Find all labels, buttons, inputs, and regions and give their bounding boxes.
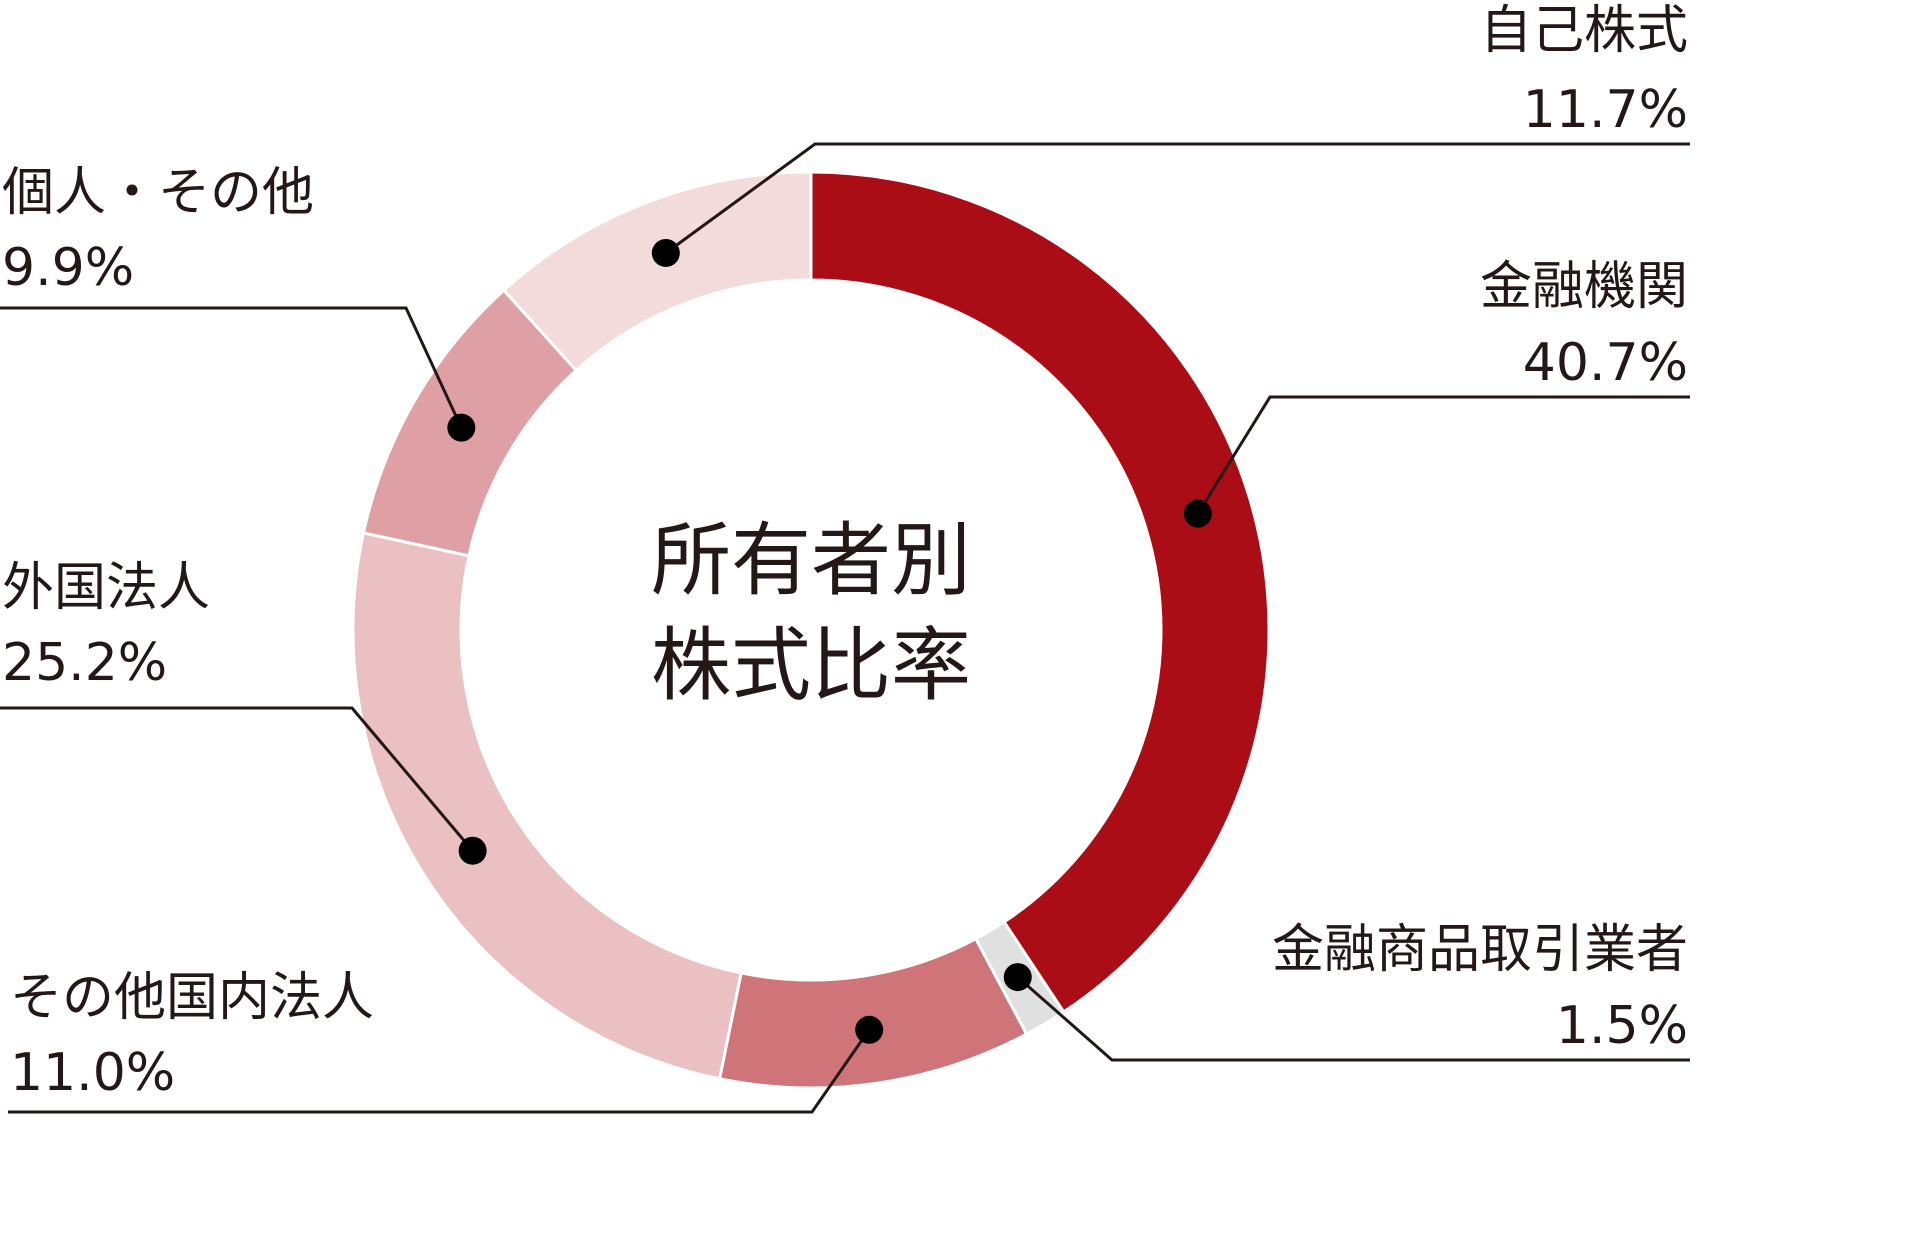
leader-line-6 xyxy=(664,142,1690,255)
slice-3 xyxy=(717,936,1029,1090)
leader-line-1 xyxy=(1196,395,1690,515)
slice-label-2: 金融商品取引業者 xyxy=(1272,920,1688,980)
slice-value-2: 1.5% xyxy=(1556,996,1688,1056)
slice-label-4: 外国法人 xyxy=(2,558,210,618)
slice-label-5: 個人・その他 xyxy=(2,163,314,223)
slice-value-6: 11.7% xyxy=(1523,80,1688,140)
leader-line-4 xyxy=(0,706,474,852)
slice-6 xyxy=(501,170,813,373)
slice-value-5: 9.9% xyxy=(2,238,134,298)
leader-dot-4 xyxy=(458,836,487,865)
leader-line-5 xyxy=(0,306,463,429)
center-title-line-2: 株式比率 xyxy=(651,619,971,712)
slice-label-6: 自己株式 xyxy=(1480,1,1688,61)
leader-line-3 xyxy=(8,1028,871,1114)
slice-labels: 金融機関 40.7% 金融商品取引業者 1.5% その他国内法人 11.0% 外国法人 25.… xyxy=(2,1,1688,1103)
slice-label-3: その他国内法人 xyxy=(10,968,374,1028)
slice-value-1: 40.7% xyxy=(1523,333,1688,393)
slice-value-4: 25.2% xyxy=(2,633,167,693)
leader-line-2 xyxy=(1016,975,1690,1062)
leader-dot-3 xyxy=(855,1015,884,1044)
slice-label-1: 金融機関 xyxy=(1480,257,1688,317)
leader-dot-6 xyxy=(651,238,680,267)
slice-1 xyxy=(809,170,1271,1015)
leader-dot-2 xyxy=(1003,963,1032,992)
leader-lines xyxy=(0,142,1690,1114)
donut-slices xyxy=(351,170,1271,1090)
leader-dot-5 xyxy=(447,413,476,442)
center-title-line-1: 所有者別 xyxy=(651,514,971,607)
leader-dot-1 xyxy=(1183,499,1212,528)
slice-value-3: 11.0% xyxy=(10,1043,175,1103)
slice-4 xyxy=(351,531,743,1081)
